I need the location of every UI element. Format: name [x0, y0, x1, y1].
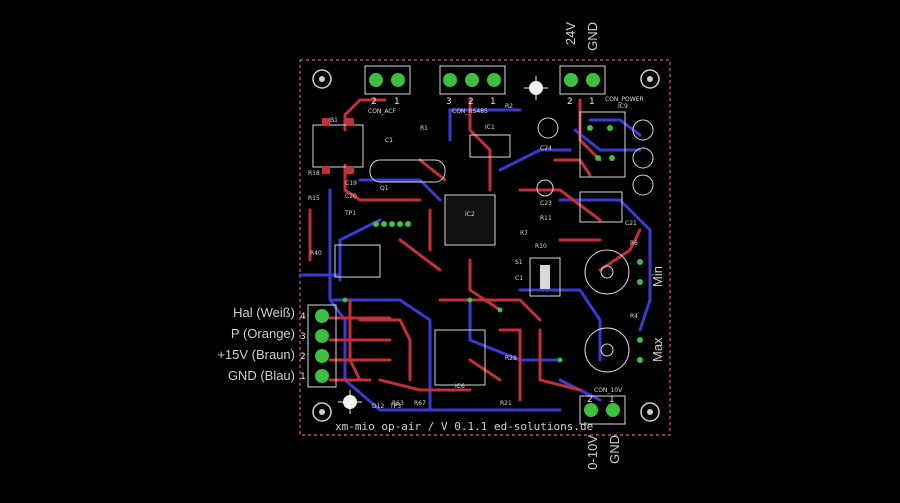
con-rs485: 3 2 1 CON_RS485 — [439, 65, 506, 115]
part-designator: R15 — [308, 195, 320, 202]
top-label-gnd: GND — [585, 22, 600, 51]
side-label-gnd: GND (Blau) — [227, 368, 295, 383]
part-s1: S1 — [515, 259, 523, 266]
top-layer-traces — [308, 98, 642, 402]
side-pin-3: 3 — [300, 332, 306, 342]
part-designator: R28 — [505, 355, 517, 362]
con-10v-label: CON_10V — [594, 387, 623, 394]
component-ic1: IC1 — [469, 124, 511, 158]
component-pot-r6: R6 — [584, 240, 638, 295]
side-label-hal: Hal (Weiß) — [233, 305, 295, 320]
con-10v-pin-2: 2 — [587, 395, 593, 405]
con-rs485-label: CON_RS485 — [452, 108, 488, 115]
con-rs485-pin-2: 2 — [468, 97, 474, 107]
part-designator: C23 — [540, 200, 552, 207]
side-pin-1: 1 — [300, 372, 306, 382]
part-designator: R11 — [540, 215, 552, 222]
side-pin-2: 2 — [300, 352, 306, 362]
bottom-label-0-10v: 0-10V — [585, 435, 600, 470]
side-label-p: P (Orange) — [230, 326, 295, 341]
part-ic2: IC2 — [465, 211, 475, 218]
part-designator: R7 — [520, 230, 528, 237]
part-designator: R18 — [308, 170, 320, 177]
board-footer-text: xm-mio op-air / V 0.1.1 ed-solutions.de — [335, 420, 594, 433]
con-rs485-pin-3: 3 — [446, 97, 452, 107]
con-power-pin-1: 1 — [589, 97, 595, 107]
mounting-holes — [312, 69, 660, 422]
board-outline — [299, 59, 671, 436]
part-r4: R4 — [630, 313, 638, 320]
con-acf-label: CON_ACF — [368, 108, 397, 115]
part-designator: C1 — [515, 275, 523, 282]
top-label-24v: 24V — [563, 22, 578, 46]
part-ic1: IC1 — [485, 124, 495, 131]
part-r6: R6 — [630, 240, 638, 247]
con-acf-pin-2: 2 — [371, 97, 377, 107]
component-resistor-array — [334, 244, 381, 278]
part-b1: B1 — [330, 117, 338, 124]
part-designator: R2 — [505, 103, 513, 110]
part-q1: Q1 — [380, 185, 389, 192]
component-capacitors-right — [536, 117, 654, 223]
component-pot-r4: R4 — [584, 313, 638, 373]
part-designator: R10 — [535, 243, 547, 250]
component-s1: S1 — [515, 257, 561, 297]
part-designator: TP3 — [389, 403, 401, 410]
pot-max-label: Max — [650, 337, 665, 362]
component-b1: B1 — [312, 117, 364, 174]
vias — [342, 125, 643, 363]
part-ic9: IC9 — [618, 103, 628, 110]
part-designator: D12 — [372, 403, 384, 410]
component-ic2: IC2 — [444, 194, 496, 246]
part-designator: C19 — [345, 180, 357, 187]
part-designator: R1 — [420, 125, 428, 132]
part-c1: C1 — [385, 137, 393, 144]
part-designator: C21 — [625, 220, 637, 227]
part-ic6: IC6 — [455, 383, 465, 390]
side-pin-4: 4 — [300, 312, 306, 322]
side-connector: 4 3 2 1 — [300, 304, 337, 388]
con-10v-pin-1: 1 — [609, 395, 615, 405]
part-designator: R40 — [310, 250, 322, 257]
component-q1: Q1 C1 — [369, 137, 446, 192]
bottom-label-gnd: GND — [607, 435, 622, 464]
part-designator: TP1 — [344, 210, 356, 217]
con-acf-pin-1: 1 — [394, 97, 400, 107]
component-ic6: IC6 — [434, 329, 486, 390]
con-10v: 2 1 CON_10V — [579, 387, 626, 425]
side-label-15v: +15V (Braun) — [217, 347, 295, 362]
fiducial-marks — [338, 76, 548, 414]
con-rs485-pin-1: 1 — [490, 97, 496, 107]
con-power: 2 1 CON_POWER — [559, 65, 644, 107]
pot-min-label: Min — [650, 266, 665, 287]
con-power-pin-2: 2 — [567, 97, 573, 107]
part-designator: C24 — [540, 145, 552, 152]
con-power-label: CON_POWER — [605, 96, 644, 103]
con-acf: 2 1 CON_ACF — [364, 65, 411, 115]
part-designator: R63 — [392, 400, 404, 407]
part-designator: R21 — [500, 400, 512, 407]
component-ic9: IC9 — [579, 103, 628, 178]
part-designator: C20 — [345, 193, 357, 200]
part-designator: R67 — [414, 400, 426, 407]
